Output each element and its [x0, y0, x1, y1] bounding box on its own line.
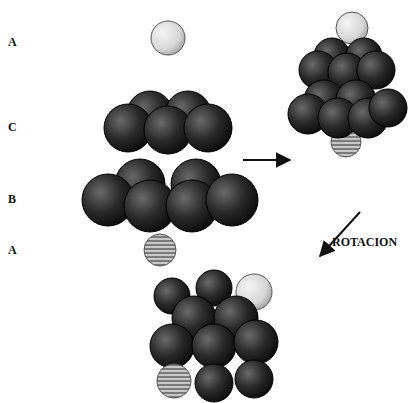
rotation-arrow [320, 212, 360, 256]
atom-sphere [235, 360, 273, 398]
atom-sphere [234, 320, 278, 364]
layer-label: A [8, 36, 17, 48]
atom-sphere [150, 324, 194, 368]
atom-sphere [206, 174, 258, 226]
atom-sphere [151, 21, 185, 55]
layer-label: B [8, 193, 16, 205]
atom-sphere [192, 324, 236, 368]
atom-sphere [144, 234, 176, 266]
operation-label: ROTACION [332, 236, 397, 248]
layer-label: A [8, 244, 17, 256]
atom-sphere [195, 364, 233, 402]
layer-label: C [8, 121, 17, 133]
atom-sphere [184, 104, 232, 152]
atom-sphere [369, 89, 407, 127]
atom-sphere [157, 364, 191, 398]
arrow [243, 159, 290, 161]
